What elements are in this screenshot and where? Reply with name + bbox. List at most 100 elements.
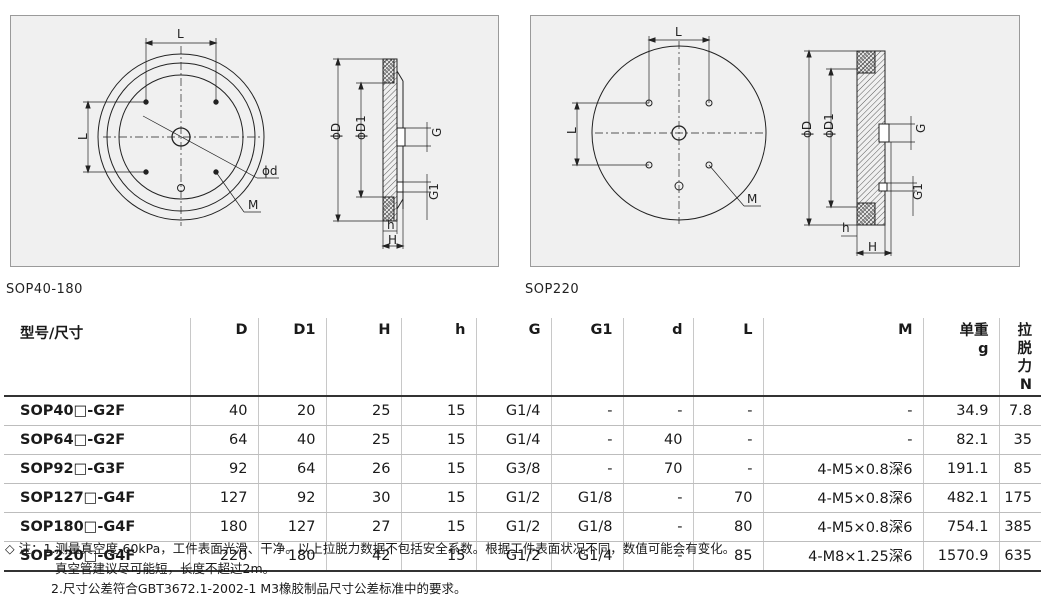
cell-model: SOP127□-G4F: [4, 483, 190, 513]
cell: 15: [400, 541, 476, 572]
cell: 127: [257, 512, 326, 542]
cell: -: [762, 425, 923, 455]
cell: 64: [257, 454, 326, 484]
section-view: [804, 49, 917, 256]
header-g1: G1: [550, 318, 623, 397]
cell: 92: [189, 454, 258, 484]
cell: 15: [400, 512, 476, 542]
dim-label-h-large: H: [868, 240, 877, 254]
cell: -: [550, 395, 623, 426]
cell: G1/4: [475, 425, 551, 455]
section-view: [333, 57, 431, 249]
cell: -: [622, 541, 693, 572]
cell: 40: [257, 425, 326, 455]
note-line-2: 真空管建议尽可能短，长度不超过2m。: [55, 561, 276, 576]
cell: 40: [622, 425, 693, 455]
cell: 40: [189, 395, 258, 426]
cell: 64: [189, 425, 258, 455]
dim-label-g1: G1: [911, 183, 925, 200]
cell: 4-M5×0.8深6: [762, 454, 923, 484]
notes: ◇ 注：1.测量真空度-60kPa，工件表面光滑、干净。以上拉脱力数据不包括安全…: [5, 539, 735, 599]
cell: 82.1: [922, 425, 999, 455]
cell: 127: [189, 483, 258, 513]
cell: 25: [325, 395, 401, 426]
dim-label-phi-D1: ϕD1: [822, 113, 836, 138]
cell: 85: [692, 541, 763, 572]
header-weight-unit: g: [978, 341, 989, 358]
header-d-hole: d: [622, 318, 693, 397]
cell: 180: [257, 541, 326, 572]
cell: G1/2: [475, 512, 551, 542]
cell: G1/8: [550, 512, 623, 542]
cell: 175: [998, 483, 1041, 513]
cell: 180: [189, 512, 258, 542]
cell: 27: [325, 512, 401, 542]
dim-label-m: M: [747, 192, 757, 206]
header-d1: D1: [257, 318, 326, 397]
cell-model: SOP180□-G4F: [4, 512, 190, 542]
dim-label-phi-d: ϕd: [262, 164, 278, 178]
cell: 15: [400, 483, 476, 513]
header-d-outer: D: [189, 318, 258, 397]
cell: 482.1: [922, 483, 999, 513]
dim-label-l-side: L: [76, 133, 90, 140]
dim-label-h-small: h: [387, 218, 395, 232]
cell: 15: [400, 395, 476, 426]
header-g: G: [475, 318, 551, 397]
dim-label-g: G: [914, 124, 928, 133]
cell: -: [550, 454, 623, 484]
cell: 15: [400, 425, 476, 455]
cell: 70: [622, 454, 693, 484]
cell: -: [692, 395, 763, 426]
dim-label-m: M: [248, 198, 258, 212]
cell: 4-M8×1.25深6: [762, 541, 923, 572]
dim-label-phi-D: ϕD: [329, 123, 343, 140]
cell: G1/4: [550, 541, 623, 572]
caption-left: SOP40-180: [6, 282, 83, 297]
cell: 4-M5×0.8深6: [762, 483, 923, 513]
cell: 80: [692, 512, 763, 542]
cell: G1/4: [475, 395, 551, 426]
header-h-pad: h: [400, 318, 476, 397]
cell: 92: [257, 483, 326, 513]
dim-label-l-top: L: [177, 27, 184, 41]
cell: -: [692, 454, 763, 484]
cell: -: [550, 425, 623, 455]
dim-label-g1: G1: [427, 183, 441, 200]
dim-label-h-small: h: [842, 221, 850, 235]
cell-model: SOP40□-G2F: [4, 395, 190, 426]
cell: 1570.9: [922, 541, 999, 572]
cell: G1/2: [475, 541, 551, 572]
cell: -: [622, 395, 693, 426]
cell: 635: [998, 541, 1041, 572]
cell: 34.9: [922, 395, 999, 426]
cell: -: [692, 425, 763, 455]
cell: 385: [998, 512, 1041, 542]
cell-model: SOP220□-G4F: [4, 541, 190, 572]
cell: 754.1: [922, 512, 999, 542]
cell: G1/8: [550, 483, 623, 513]
dim-label-phi-D1: ϕD1: [354, 115, 368, 140]
note-line-3: 2.尺寸公差符合GBT3672.1-2002-1 M3橡胶制品尺寸公差标准中的要…: [51, 581, 467, 596]
cell: 191.1: [922, 454, 999, 484]
cell-model: SOP64□-G2F: [4, 425, 190, 455]
cell: G3/8: [475, 454, 551, 484]
technical-drawing-right: L L M ϕD ϕD1 G G1 h H: [565, 25, 928, 256]
header-m: M: [762, 318, 923, 397]
cell: 25: [325, 425, 401, 455]
cell: 26: [325, 454, 401, 484]
cell: -: [622, 512, 693, 542]
header-pull-force-unit: N: [1019, 377, 1032, 394]
header-pull-force-label: 拉脱力: [1017, 323, 1033, 376]
drawing-sop40-180: L L ϕd M ϕD ϕD1 G G1 h H: [10, 15, 499, 267]
cell: 85: [998, 454, 1041, 484]
